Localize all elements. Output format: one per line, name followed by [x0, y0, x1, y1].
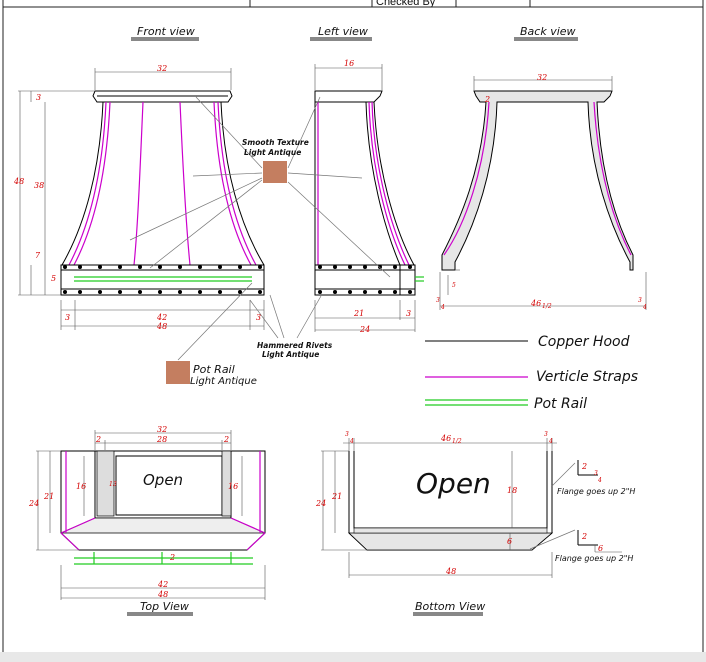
bottom-dim-span: 46 — [440, 434, 451, 443]
top-dim-inner-depth: 21 — [43, 492, 54, 501]
bottom-dim-left-num: 3 — [345, 431, 349, 438]
flange-note-top: Flange goes up 2"H — [557, 487, 635, 496]
legend-copper-hood: Copper Hood — [538, 334, 630, 350]
bottom-view-title: Bottom View — [415, 600, 485, 613]
front-dim-rail-band: 5 — [51, 274, 56, 283]
back-view-title: Back view — [520, 25, 576, 38]
left-rivets — [318, 265, 412, 294]
callout-leaders — [129, 96, 391, 361]
bottom-dim-width: 48 — [445, 567, 456, 576]
front-dim-crown: 3 — [36, 93, 41, 102]
smooth-texture-swatch — [263, 161, 287, 183]
front-view-drawing — [18, 68, 265, 330]
bottom-view-open-label: Open — [416, 467, 491, 500]
top-view-drawing — [36, 430, 266, 600]
top-dim-side-right: 16 — [228, 482, 238, 491]
back-dim-bottom-span: 46 — [530, 299, 541, 308]
top-dim-width: 32 — [157, 425, 167, 434]
front-dim-bottom-total: 48 — [156, 322, 167, 331]
left-dim-depth: 21 — [353, 309, 364, 318]
checked-by-label: Checked By — [376, 0, 436, 8]
flange-top-dim-num: 3 — [594, 470, 598, 477]
top-view-open-label: Open — [143, 471, 183, 489]
top-dim-right: 2 — [223, 435, 229, 444]
top-dim-bottom-total: 48 — [157, 590, 168, 599]
bottom-dim-right-den: 4 — [548, 438, 553, 445]
front-rivets — [63, 265, 262, 294]
flange-bottom-dim-b: 6 — [598, 544, 603, 553]
left-view-title: Left view — [318, 25, 368, 38]
left-dim-side: 3 — [406, 309, 411, 318]
top-dim-middle: 13 — [109, 481, 117, 488]
back-dim-left-frac-num: 3 — [436, 297, 440, 304]
front-dim-total-height: 48 — [13, 177, 24, 186]
back-dim-right-frac-den: 4 — [642, 304, 647, 311]
left-dim-top-width: 16 — [344, 59, 354, 68]
pot-rail-swatch — [166, 361, 190, 384]
front-dim-side-left: 3 — [65, 313, 70, 322]
bottom-dim-span-frac: 1/2 — [452, 438, 462, 445]
top-dim-bottom-inner: 42 — [157, 580, 168, 589]
rivets-note-line1: Hammered Rivets — [257, 341, 333, 350]
top-view-title: Top View — [140, 600, 189, 613]
back-dim-rail: 5 — [452, 282, 456, 289]
front-view-title: Front view — [137, 25, 195, 38]
back-view-drawing — [439, 76, 647, 310]
back-dim-bottom-span-frac: 1/2 — [542, 303, 552, 310]
front-dim-bottom-inner: 42 — [156, 313, 167, 322]
front-dim-side-right: 3 — [256, 313, 261, 322]
rivets-note-line2: Light Antique — [262, 350, 319, 359]
smooth-texture-note-line2: Light Antique — [244, 148, 301, 157]
front-dim-band: 7 — [35, 251, 41, 260]
front-dim-body-height: 38 — [34, 181, 44, 190]
front-dim-top-width: 32 — [157, 64, 167, 73]
pot-rail-note-line2: Light Antique — [190, 376, 257, 387]
back-dim-left-frac-den: 4 — [440, 304, 445, 311]
top-dim-rail: 2 — [169, 553, 175, 562]
back-dim-thickness: 2 — [484, 95, 490, 104]
bottom-dim-depth: 24 — [315, 499, 326, 508]
view-titles: Front view Left view Back view Top View … — [127, 25, 578, 616]
bottom-dim-right-num: 3 — [544, 431, 548, 438]
left-dim-total-depth: 24 — [359, 325, 370, 334]
top-dim-inner-width: 28 — [156, 435, 167, 444]
bottom-dim-flange: 6 — [507, 537, 512, 546]
top-dim-left: 2 — [95, 435, 101, 444]
bottom-dim-left-den: 4 — [349, 438, 354, 445]
smooth-texture-note-line1: Smooth Texture — [242, 138, 309, 147]
top-dim-side-left: 16 — [76, 482, 86, 491]
legend-pot-rail: Pot Rail — [534, 396, 587, 412]
flange-top-dim-a: 2 — [581, 462, 587, 471]
back-dim-right-frac-num: 3 — [638, 297, 642, 304]
flange-top-dim-den: 4 — [597, 477, 602, 484]
back-dim-top-width: 32 — [537, 73, 547, 82]
bottom-view-drawing — [321, 438, 622, 578]
bottom-dim-inner-depth: 21 — [331, 492, 342, 501]
pot-rail-note-line1: Pot Rail — [193, 363, 235, 376]
left-view-drawing — [314, 64, 424, 332]
flange-note-bottom: Flange goes up 2"H — [555, 554, 633, 563]
legend — [425, 340, 528, 406]
legend-verticle-straps: Verticle Straps — [536, 369, 638, 385]
bottom-dim-height: 18 — [507, 486, 517, 495]
top-dim-depth: 24 — [28, 499, 39, 508]
flange-bottom-dim-a: 2 — [581, 532, 587, 541]
